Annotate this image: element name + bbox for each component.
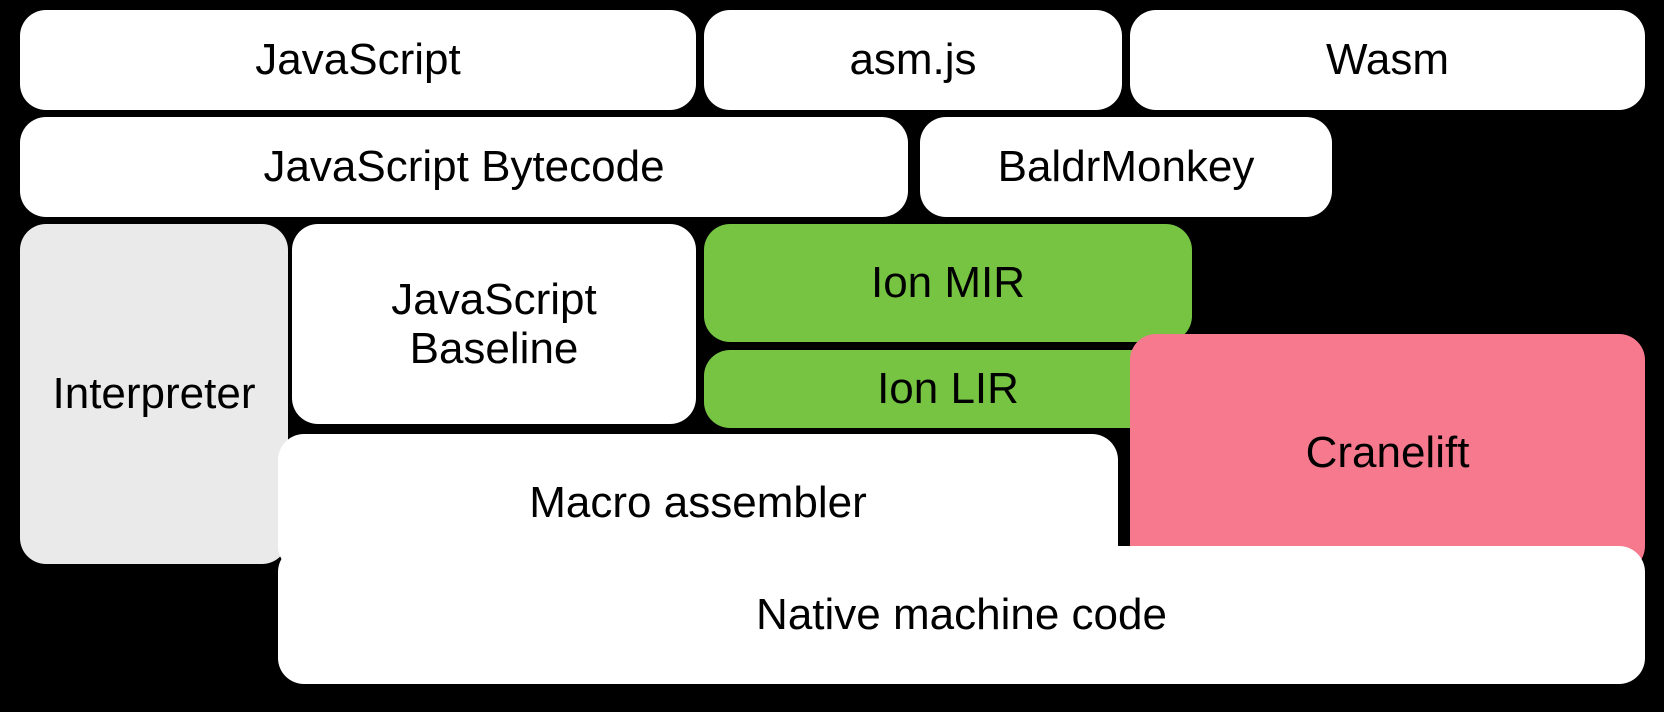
node-label-javascript-bytecode: JavaScript Bytecode [263,142,665,192]
node-label-ion-lir: Ion LIR [877,364,1019,414]
node-label-wasm: Wasm [1325,35,1450,85]
node-label-javascript: JavaScript [255,35,461,85]
node-ion-lir[interactable]: Ion LIR [704,350,1192,428]
node-javascript-bytecode[interactable]: JavaScript Bytecode [20,117,908,217]
node-baldrmonkey[interactable]: BaldrMonkey [920,117,1332,217]
node-label-macro-assembler: Macro assembler [529,478,867,528]
node-label-asm-js: asm.js [849,35,977,85]
node-interpreter[interactable]: Interpreter [20,224,288,564]
node-asm-js[interactable]: asm.js [704,10,1122,110]
node-wasm[interactable]: Wasm [1130,10,1645,110]
node-cranelift[interactable]: Cranelift [1130,334,1645,572]
node-label-interpreter: Interpreter [52,369,256,419]
node-label-javascript-baseline: JavaScript Baseline [391,274,597,373]
node-label-baldrmonkey: BaldrMonkey [997,142,1255,192]
node-label-ion-mir: Ion MIR [870,258,1026,308]
node-ion-mir[interactable]: Ion MIR [704,224,1192,342]
node-label-cranelift: Cranelift [1305,428,1470,478]
node-javascript[interactable]: JavaScript [20,10,696,110]
node-javascript-baseline[interactable]: JavaScript Baseline [292,224,696,424]
node-native-machine-code[interactable]: Native machine code [278,546,1645,684]
node-label-native-machine-code: Native machine code [756,590,1167,640]
